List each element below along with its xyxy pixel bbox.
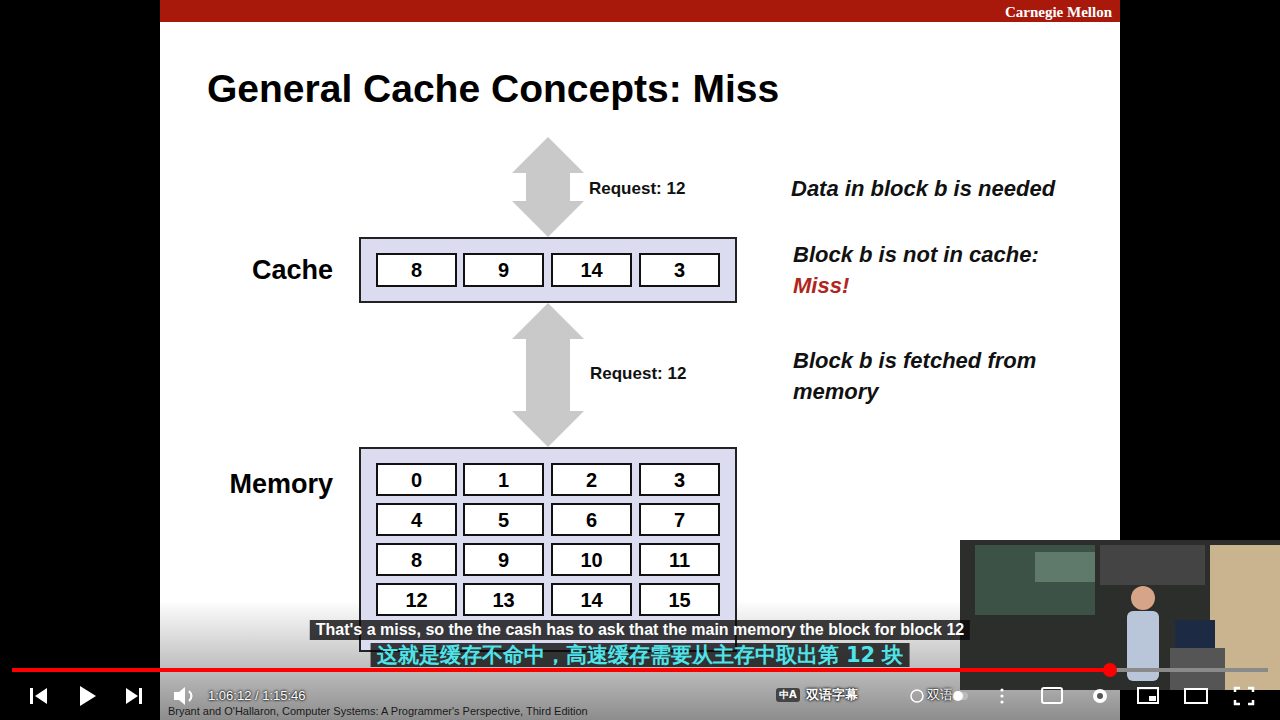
memory-block: 15 [639, 583, 720, 616]
cache-block: 8 [376, 253, 457, 287]
cache-box: Cache89143 [359, 237, 737, 303]
translate-icon: 中A [776, 688, 800, 702]
memory-block: 14 [551, 583, 632, 616]
step-note: Block b is fetched from memory [793, 345, 1088, 407]
memory-block: 5 [463, 503, 544, 536]
memory-block: 0 [376, 463, 457, 496]
block-number: 11 [669, 550, 690, 570]
request-arrow [512, 303, 584, 447]
memory-block: 3 [639, 463, 720, 496]
slide-title: General Cache Concepts: Miss [207, 66, 779, 113]
request-arrow [512, 137, 584, 237]
cache-block: 9 [463, 253, 544, 287]
block-number: 15 [668, 590, 690, 610]
player-controls [30, 686, 1253, 706]
edge-label: Request: 12 [588, 364, 688, 384]
header-bar [160, 0, 1120, 22]
english-subtitle: That's a miss, so the the cash has to as… [310, 620, 970, 640]
webcam-inset [960, 540, 1280, 690]
step-note: Block b is not in cache: [793, 242, 1039, 268]
block-number: 0 [411, 470, 422, 490]
block-number: 7 [674, 510, 685, 530]
block-number: 1 [498, 470, 509, 490]
block-number: 9 [498, 260, 509, 280]
institution-name: Carnegie Mellon [990, 3, 1112, 21]
time-display: 1:06:12 / 1:15:46 [208, 688, 306, 704]
block-number: 5 [498, 510, 509, 530]
block-number: 8 [411, 260, 422, 280]
memory-block: 13 [463, 583, 544, 616]
block-number: 3 [674, 470, 685, 490]
progress-played [12, 668, 1110, 672]
block-number: 14 [580, 590, 602, 610]
slide-footer: Bryant and O'Hallaron, Computer Systems:… [168, 705, 588, 718]
request-label: Request: 12 [589, 179, 685, 199]
memory-block: 2 [551, 463, 632, 496]
memory-block: 7 [639, 503, 720, 536]
memory-block: 11 [639, 543, 720, 576]
language-toggle: 双语 [927, 687, 953, 703]
progress-track [12, 668, 1268, 672]
block-number: 9 [498, 550, 509, 570]
step-note: Data in block b is needed [791, 176, 1055, 202]
memory-block: 6 [551, 503, 632, 536]
block-number: 13 [492, 590, 514, 610]
miss-note: Miss! [793, 273, 849, 299]
chinese-subtitle: 这就是缓存不命中，高速缓存需要从主存中取出第 12 块 [371, 643, 910, 667]
progress-thumb [1103, 663, 1117, 677]
block-number: 3 [674, 260, 685, 280]
memory-block: 9 [463, 543, 544, 576]
block-number: 12 [405, 590, 427, 610]
box-heading: Memory [229, 469, 333, 499]
block-number: 6 [586, 510, 597, 530]
block-number: 14 [580, 260, 602, 280]
subtitle-toggle: 双语字幕 [806, 687, 858, 703]
memory-block: 1 [463, 463, 544, 496]
cache-block: 14 [551, 253, 632, 287]
memory-block: 12 [376, 583, 457, 616]
memory-block: 8 [376, 543, 457, 576]
cache-block: 3 [639, 253, 720, 287]
block-number: 8 [411, 550, 422, 570]
memory-block: 10 [551, 543, 632, 576]
block-number: 2 [586, 470, 597, 490]
block-number: 4 [411, 510, 422, 530]
block-number: 10 [580, 550, 602, 570]
box-heading: Cache [252, 255, 333, 285]
memory-block: 4 [376, 503, 457, 536]
